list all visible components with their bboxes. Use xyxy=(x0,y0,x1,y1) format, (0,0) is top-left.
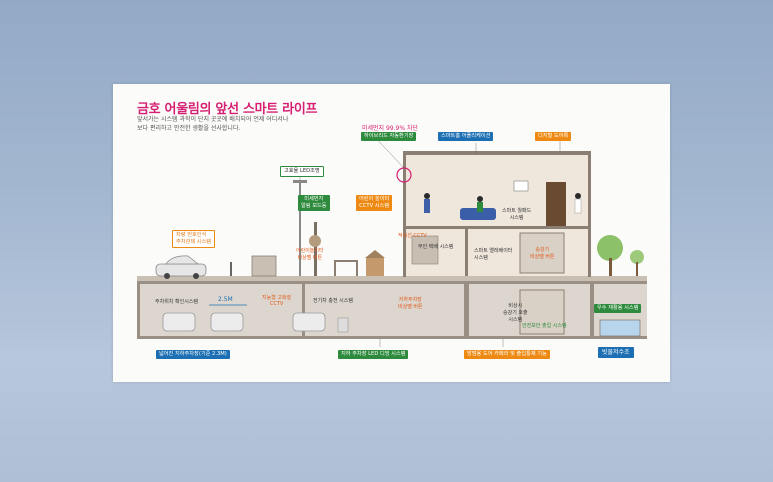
led-street-label: 고효율 LED조명 xyxy=(280,166,324,177)
kids-bell-text: 어린이놀이터 비상벨 버튼 xyxy=(296,248,324,261)
elevator-bell-text: 승강기 비상벨 버튼 xyxy=(530,247,555,260)
ev-charger xyxy=(337,317,349,333)
parking-led-label: 지하 주차장 LED 디밍 시스템 xyxy=(338,350,409,359)
car-underground-2 xyxy=(210,312,244,332)
car-ground xyxy=(155,263,207,277)
fine-dust-text: 미세먼지 99.9% 차단 xyxy=(362,125,418,132)
smart-elevator-text: 스마트 엘레베이터 시스템 xyxy=(474,248,513,261)
car-underground-1 xyxy=(162,312,196,332)
description-line-2: 보다 편리하고 안전한 생활을 선사합니다. xyxy=(137,125,241,132)
kids-cctv-label: 어린이 놀이터 CCTV 시스템 xyxy=(356,195,393,211)
digital-doorlock-label: 디지털 도어록 xyxy=(535,132,572,141)
description-line-1: 앞서가는 시스템 과학이 단지 곳곳에 배치되어 언제 어디서나 xyxy=(137,116,289,123)
street-lamp xyxy=(299,182,301,276)
cctv-parking-text: 지능형 고화질 CCTV xyxy=(262,295,292,307)
night-cctv-text: 적외선 CCTV xyxy=(398,233,427,239)
water-tank-label: 빗물저수조 xyxy=(598,347,634,358)
rainwater-tank xyxy=(599,319,641,337)
lobby-phone-text: 안전보안 출입 시스템 xyxy=(522,323,567,329)
smart-home-app-label: 스마트홈 어플리케이션 xyxy=(438,132,494,141)
parking-wide-label: 넓어진 지하주차장(기준 2.3M) xyxy=(156,350,230,359)
page-title: 금호 어울림의 앞선 스마트 라이프 xyxy=(137,102,318,117)
smart-wallpad-text: 스마트 월패드 시스템 xyxy=(502,208,532,221)
ev-charge-text: 전기차 충전 시스템 xyxy=(313,298,353,304)
crime-door-label: 방범용 도어 카메라 및 출입통제 기능 xyxy=(464,350,550,359)
fine-dust-board-label: 미세먼지 알림 보드등 xyxy=(298,195,330,211)
delivery-locker xyxy=(411,235,439,265)
rainwater-label: 우수 재활용 시스템 xyxy=(594,304,642,313)
car-plate-label: 차량 번호인식 주차관제 시스템 xyxy=(172,230,216,248)
emergency-elevator-text: 비상시 승강기 호출 시스템 xyxy=(503,303,528,323)
sofa xyxy=(460,208,496,220)
elevator xyxy=(519,232,565,274)
car-underground-3 xyxy=(292,312,326,332)
unmanned-delivery-text: 무인 택배 시스템 xyxy=(418,244,454,250)
parking-guide-text: 주차위치 확인시스템 xyxy=(155,299,198,305)
description: 앞서가는 시스템 과학이 단지 곳곳에 배치되어 언제 어디서나 보다 편리하고… xyxy=(137,115,288,133)
parking-entrance xyxy=(251,255,277,277)
playhouse xyxy=(365,250,385,258)
tree xyxy=(597,235,623,261)
emergency-bell-text: 지하주차장 비상벨 버튼 xyxy=(398,297,423,310)
swing xyxy=(334,260,358,262)
width-text: 2.5M xyxy=(218,296,233,303)
fine-dust-board-pole xyxy=(314,222,317,276)
elevator-lower xyxy=(519,289,565,335)
front-door xyxy=(546,182,566,226)
hybrid-vent-label: 하이브리드 자동환기장 xyxy=(361,132,417,141)
